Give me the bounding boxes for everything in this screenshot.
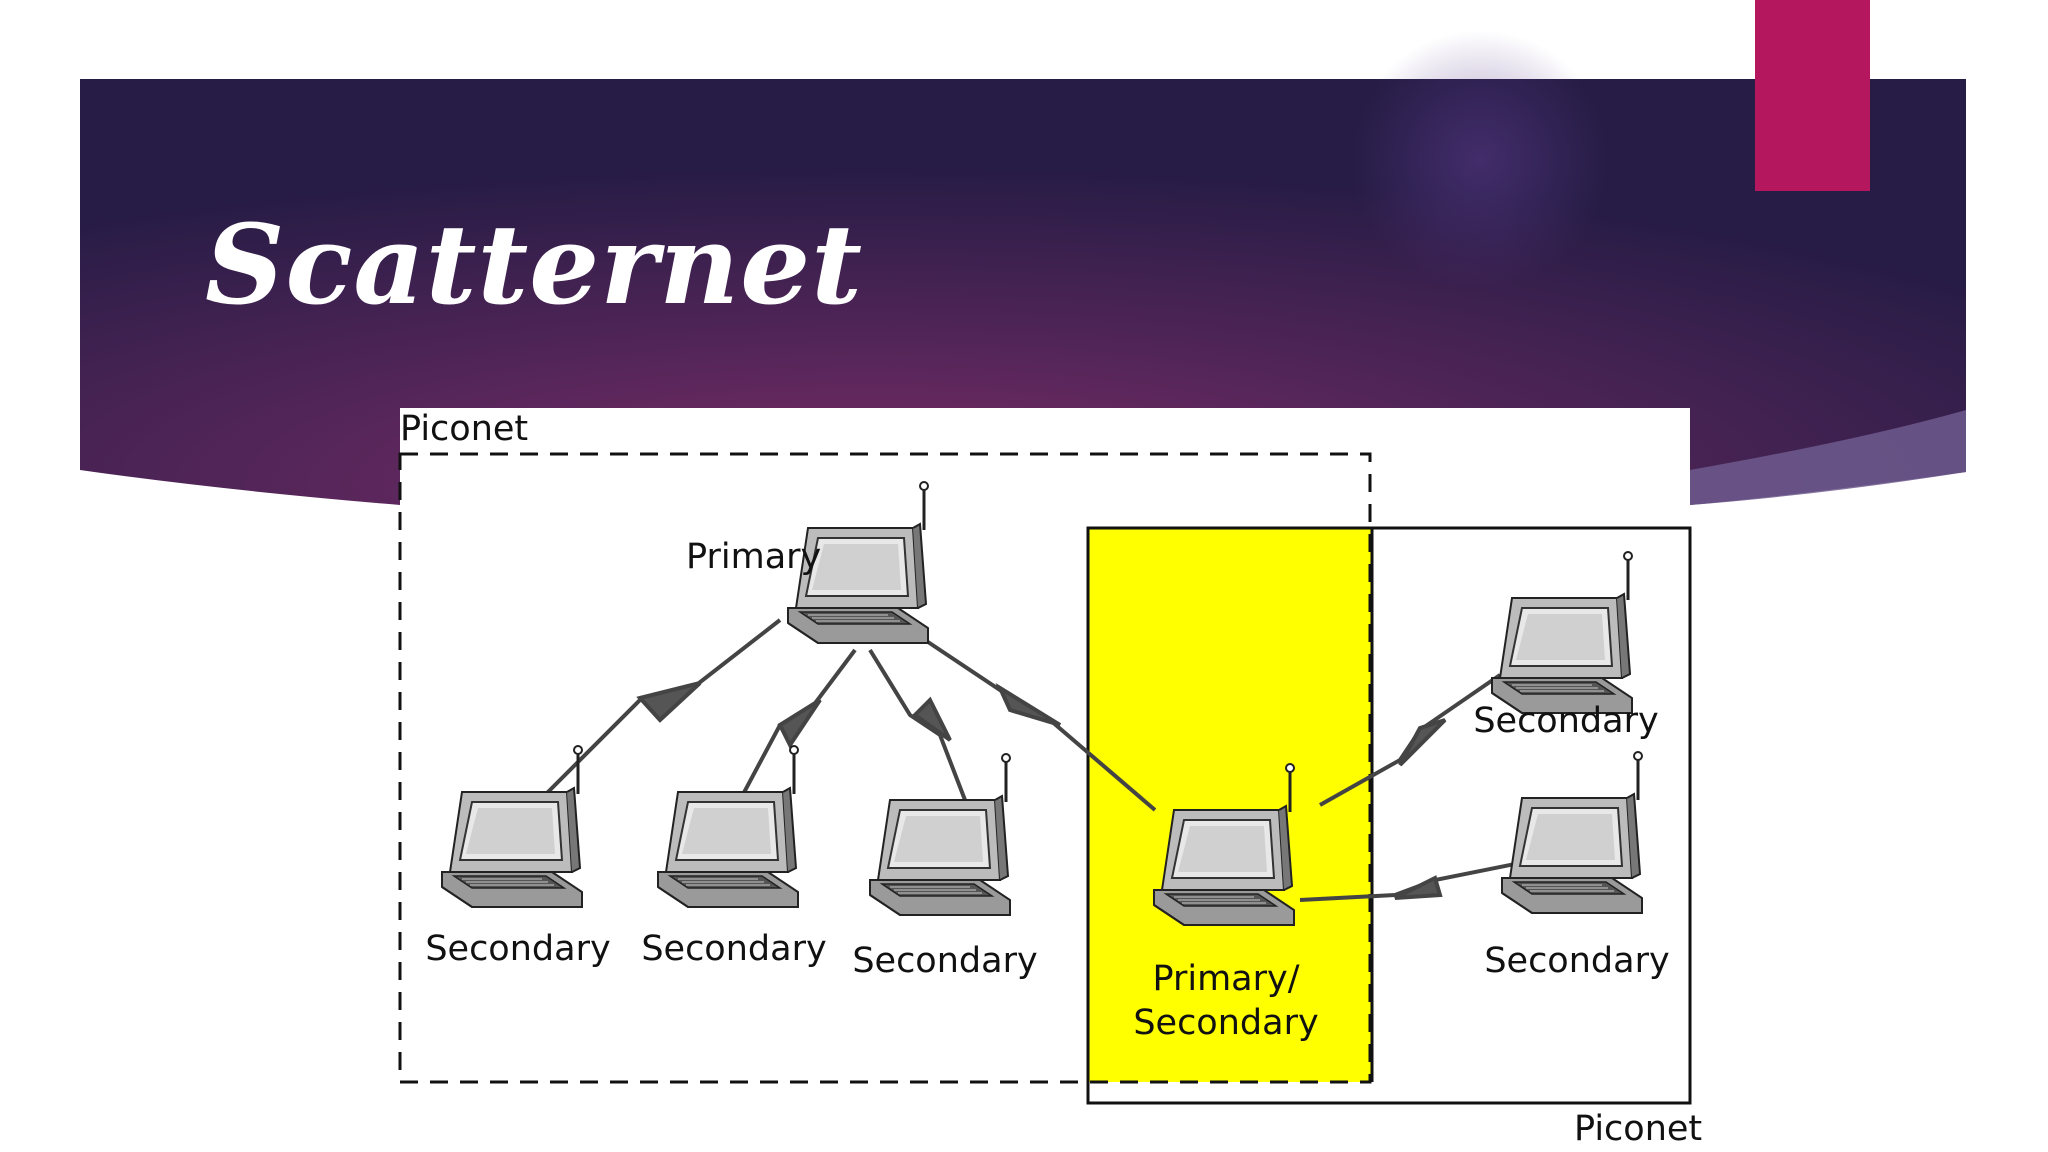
accent-tab [1755,0,1870,191]
piconet-left-label: Piconet [400,409,528,449]
secondary-label-3: Secondary [852,941,1037,981]
primary-label: Primary [686,537,821,577]
left-piconet-boundary [398,452,1372,1084]
secondary-label-1: Secondary [425,929,610,969]
piconet-right-label: Piconet [1574,1109,1702,1149]
right-piconet-boundary [1086,526,1692,1105]
secondary-right-top-label: Secondary [1473,701,1658,741]
diagram-canvas [400,408,1690,1150]
secondary-label-2: Secondary [641,929,826,969]
wireless-link-icon [538,618,1536,902]
bridge-overlap-area [1088,528,1372,1082]
secondary-right-bottom-label: Secondary [1484,941,1669,981]
bridge-label-line1: Primary/ [1152,959,1299,999]
bridge-label-line2: Secondary [1133,1003,1318,1043]
slide-title: Scatternet [205,200,864,329]
